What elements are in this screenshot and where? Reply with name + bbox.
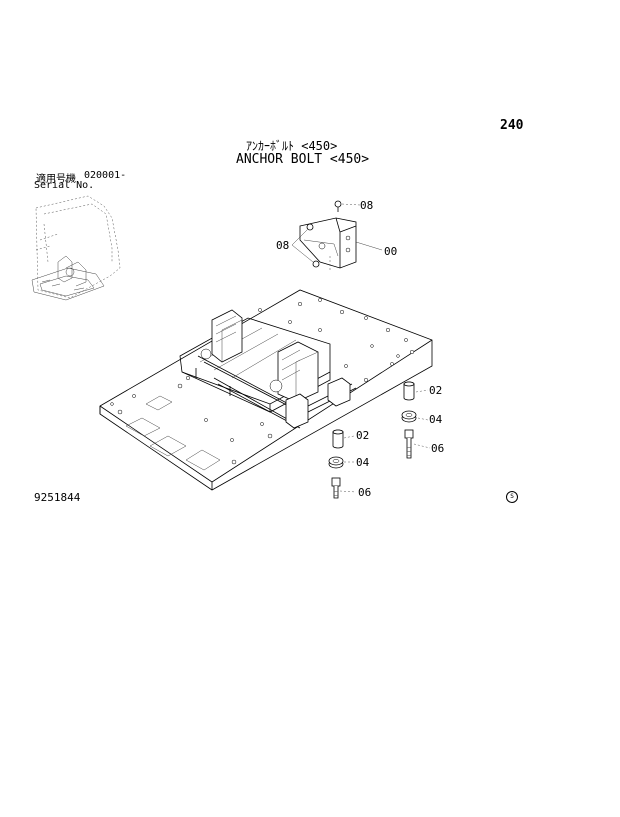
callout-06-mid: 06	[358, 486, 372, 499]
serial-value: 020001-	[84, 170, 127, 181]
washer-04-mid	[328, 456, 344, 469]
bolt-06-mid	[331, 477, 341, 499]
anchor-bracket	[299, 217, 357, 269]
leader-08-top	[341, 203, 361, 206]
corner-mark-icon: S	[506, 491, 518, 503]
serial-label-japanese: 適用号機	[36, 174, 76, 185]
bolt-06-right	[404, 429, 414, 459]
callout-06-right: 06	[431, 442, 445, 455]
callout-02-right: 02	[429, 384, 443, 397]
bolt-08-left-b	[312, 260, 320, 268]
bolt-08-top	[334, 200, 342, 212]
callout-08-left: 08	[276, 239, 290, 252]
base-frame	[99, 289, 433, 491]
callout-02-mid: 02	[356, 429, 370, 442]
document-number: 9251844	[34, 491, 81, 504]
bolt-08-left-a	[306, 223, 314, 231]
title-english: ANCHOR BOLT <450>	[236, 152, 370, 167]
serial-label-english: Serial No.	[34, 180, 95, 191]
spacer-02-mid	[332, 429, 344, 449]
callout-00: 00	[384, 245, 398, 258]
title-japanese: ｱﾝｶｰﾎﾞﾙﾄ <450>	[246, 139, 338, 153]
leader-00	[355, 241, 383, 251]
page-number: 240	[500, 118, 524, 133]
machine-reference-view	[31, 195, 121, 301]
callout-04-right: 04	[429, 413, 443, 426]
callout-08-top: 08	[360, 199, 374, 212]
spacer-02-right	[403, 381, 415, 401]
callout-04-mid: 04	[356, 456, 370, 469]
washer-04-right	[401, 410, 417, 423]
leader-08-left	[291, 228, 314, 263]
